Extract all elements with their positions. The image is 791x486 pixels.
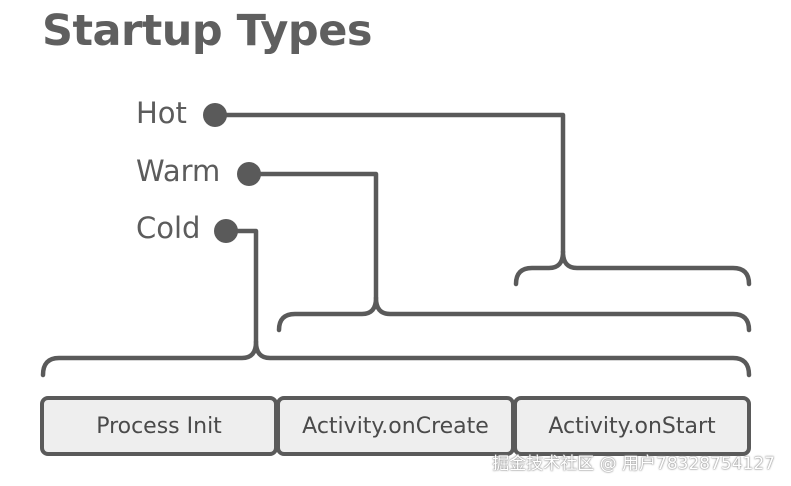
- cold-dot-icon: [214, 219, 238, 243]
- phase-process-init: Process Init: [40, 396, 278, 456]
- label-warm: Warm: [136, 154, 221, 188]
- phase-activity-oncreate: Activity.onCreate: [276, 396, 515, 456]
- warm-dot-icon: [237, 162, 261, 186]
- hot-dot-icon: [203, 103, 227, 127]
- watermark: 掘金技术社区 @ 用户78328754127: [492, 454, 775, 474]
- hot-connector-line: [212, 112, 566, 255]
- cold-brace: [40, 339, 752, 378]
- warm-brace: [276, 295, 752, 333]
- diagram-title: Startup Types: [42, 6, 372, 56]
- label-cold: Cold: [136, 211, 201, 245]
- label-hot: Hot: [136, 96, 187, 130]
- cold-connector-line: [223, 228, 259, 345]
- phase-activity-onstart: Activity.onStart: [513, 396, 751, 456]
- hot-brace: [513, 249, 752, 287]
- warm-connector-line: [246, 171, 379, 301]
